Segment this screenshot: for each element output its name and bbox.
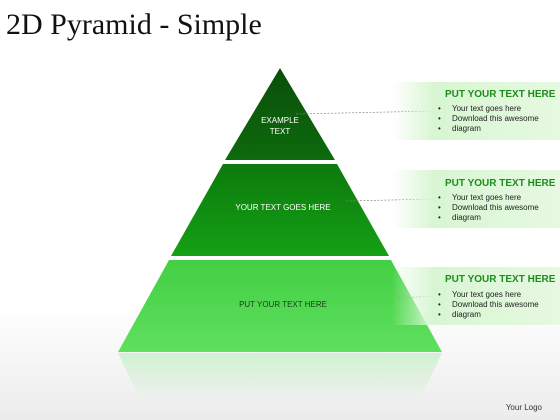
panel-heading-top: PUT YOUR TEXT HERE (445, 89, 556, 100)
bullet-item: diagram (438, 310, 558, 320)
bullet-item: diagram (438, 124, 558, 134)
tier-top-label-line1: EXAMPLE (261, 116, 299, 125)
bullet-list-top: Your text goes here Download this awesom… (438, 104, 558, 134)
pyramid-reflection (118, 353, 442, 400)
tier-bottom-label: PUT YOUR TEXT HERE (239, 300, 327, 309)
tier-top-label-line2: TEXT (270, 127, 291, 136)
bullet-list-middle: Your text goes here Download this awesom… (438, 193, 558, 223)
bullet-item: Download this awesome (438, 300, 558, 310)
panel-heading-bottom: PUT YOUR TEXT HERE (445, 274, 556, 285)
bullet-item: Your text goes here (438, 193, 558, 203)
bullet-item: Your text goes here (438, 104, 558, 114)
bullet-item: Download this awesome (438, 114, 558, 124)
bullet-item: diagram (438, 213, 558, 223)
pyramid-tier-top[interactable] (225, 68, 335, 160)
pyramid-tier-middle[interactable] (171, 164, 389, 256)
logo-placeholder: Your Logo (505, 403, 542, 412)
slide-title: 2D Pyramid - Simple (6, 8, 262, 41)
bullet-item: Your text goes here (438, 290, 558, 300)
bullet-list-bottom: Your text goes here Download this awesom… (438, 290, 558, 320)
panel-heading-middle: PUT YOUR TEXT HERE (445, 178, 556, 189)
tier-middle-label: YOUR TEXT GOES HERE (235, 203, 330, 212)
pyramid-tier-bottom[interactable] (118, 260, 442, 352)
bullet-item: Download this awesome (438, 203, 558, 213)
